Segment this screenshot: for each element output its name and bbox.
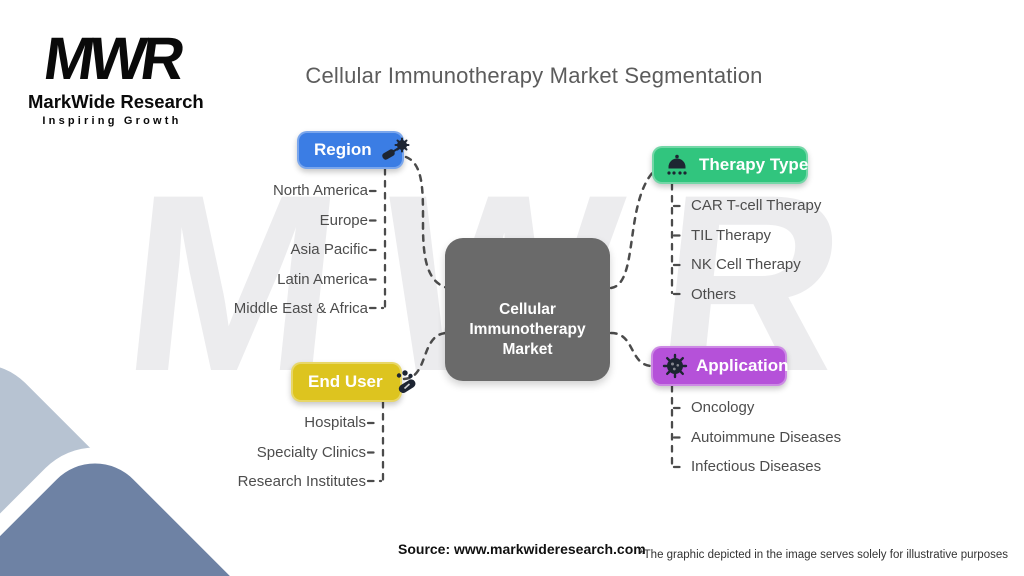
list-item: TIL Therapy [691,226,772,244]
center-market-label: Cellular Immunotherapy Market [469,301,586,358]
therapy-type-item-list: CAR T-cell Therapy TIL Therapy NK Cell T… [691,191,821,309]
list-item: Hospitals [304,414,366,432]
brand-name: MarkWide Research [28,91,204,112]
list-item: Specialty Clinics [256,443,366,461]
list-item: Oncology [691,399,755,417]
connector-center-to-application [609,331,653,368]
connector-region-to-center [404,155,450,290]
list-item: Latin America [277,270,368,288]
segment-node-end-user: End User [291,362,416,402]
connector-center-to-therapy [609,169,656,290]
segment-node-therapy-type: Therapy Type [652,146,808,184]
brand-tagline: Inspiring Growth [42,115,182,127]
segment-label-end-user: End User [308,372,383,391]
segment-label-therapy-type: Therapy Type [699,155,809,174]
region-item-list: North America Europe Asia Pacific Latin … [150,176,368,324]
pills-icon [391,369,419,395]
disclaimer-text: *The graphic depicted in the image serve… [639,549,1008,561]
connector-enduser-list-stubs [366,421,383,483]
cell-dome-icon [663,153,691,177]
list-item: Infectious Diseases [691,458,822,476]
list-item: Asia Pacific [290,241,368,259]
list-item: NK Cell Therapy [691,256,801,274]
virus-icon [662,353,688,379]
connector-therapy-list-stubs [672,204,687,296]
segment-node-region: Region [297,131,410,169]
list-item: Autoimmune Diseases [691,428,842,446]
brand-logo: MWR MarkWide Research Inspiring Growth [28,25,204,127]
segment-node-application: Application [651,346,789,386]
list-item: Others [691,285,737,303]
page-title: Cellular Immunotherapy Market Segmentati… [305,63,763,88]
source-text: Source: www.markwideresearch.com [398,541,646,557]
application-item-list: Oncology Autoimmune Diseases Infectious … [691,393,841,482]
center-market-node: Cellular Immunotherapy Market [445,238,610,381]
virus-syringe-icon [380,137,410,163]
end-user-item-list: Hospitals Specialty Clinics Research Ins… [150,408,366,497]
list-item: CAR T-cell Therapy [691,197,822,215]
segment-label-region: Region [314,140,372,159]
list-item: Research Institutes [237,473,366,491]
list-item: North America [272,182,368,200]
brand-monogram: MWR [39,25,185,92]
list-item: Europe [319,211,368,229]
connector-region-list-stubs [368,189,385,310]
segment-label-application: Application [696,356,789,375]
connector-application-list-stubs [672,406,687,469]
list-item: Middle East & Africa [233,300,368,318]
